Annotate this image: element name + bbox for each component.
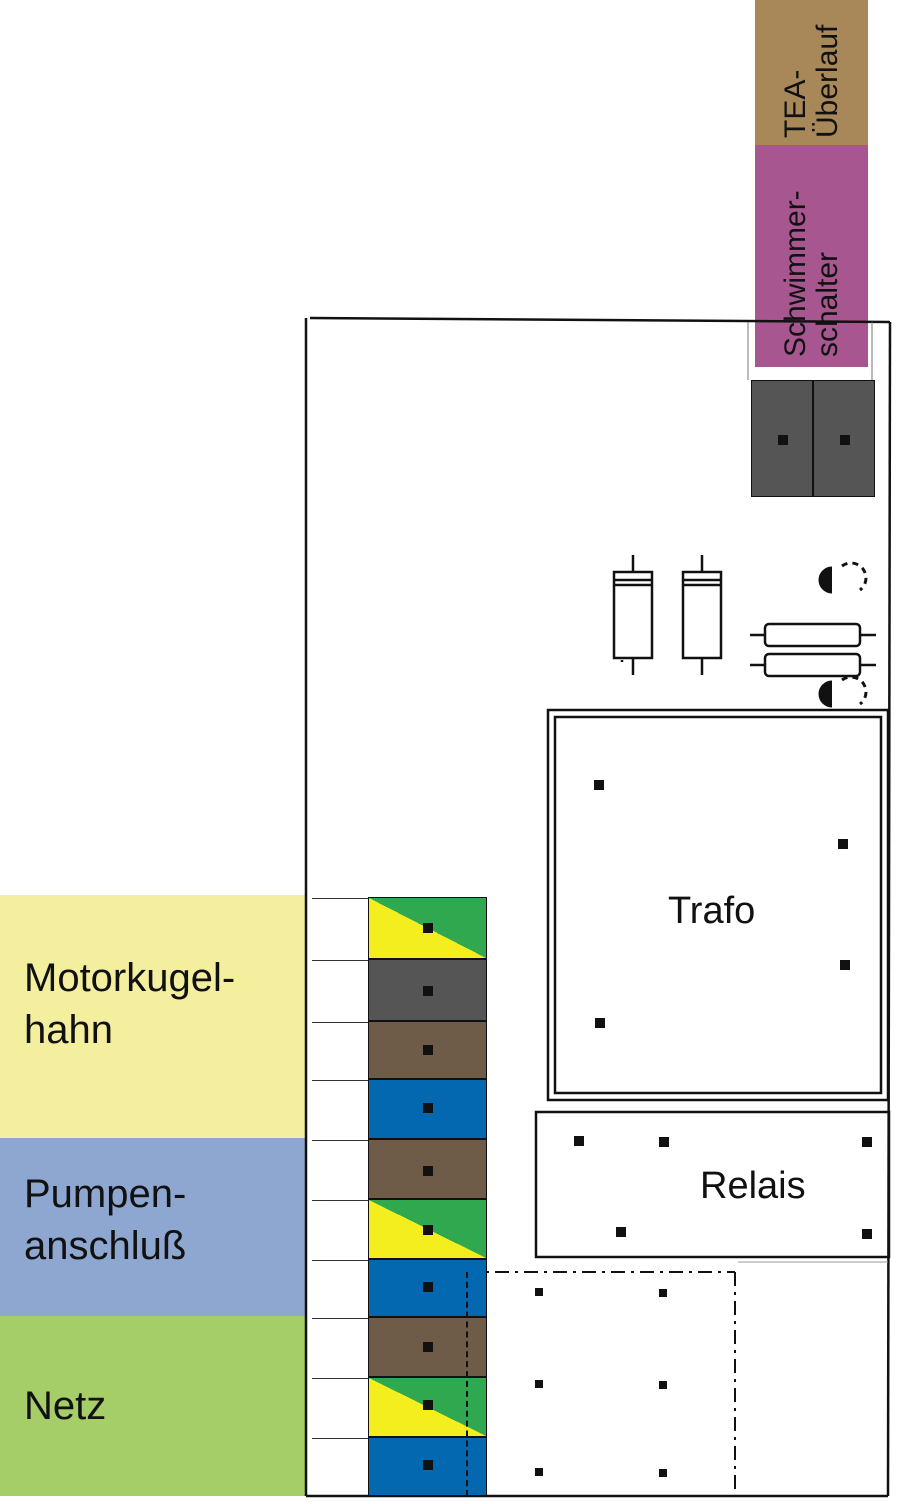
solder-pad	[594, 780, 604, 790]
solder-pad	[838, 839, 848, 849]
wire-tick	[312, 1080, 368, 1081]
terminal-screw	[423, 1342, 433, 1352]
terminal-screw	[423, 986, 433, 996]
terminal-screw	[423, 1400, 433, 1410]
solder-pad	[659, 1137, 669, 1147]
solder-pad	[862, 1229, 872, 1239]
solder-pad	[535, 1380, 543, 1388]
solder-pad	[840, 960, 850, 970]
solder-pad	[616, 1227, 626, 1237]
wire-tick	[312, 960, 368, 961]
terminal-screw	[423, 1103, 433, 1113]
pump-connection-label-block: Pumpen- anschluß	[0, 1138, 305, 1316]
solder-pad	[862, 1137, 872, 1147]
relay-outline	[534, 1110, 891, 1259]
wire-tick	[312, 898, 368, 899]
terminal-screw	[423, 1282, 433, 1292]
led-icon	[818, 561, 868, 708]
solder-pad	[595, 1018, 605, 1028]
wire-tick	[312, 1200, 368, 1201]
solder-pad	[840, 435, 850, 445]
mains-label: Netz	[24, 1384, 107, 1428]
solder-pad	[535, 1468, 543, 1476]
solder-pad	[659, 1289, 667, 1297]
relay-label: Relais	[700, 1165, 806, 1207]
wire-tick	[312, 1022, 368, 1023]
dashed-boundary	[466, 1272, 468, 1496]
terminal-screw	[423, 1166, 433, 1176]
terminal-screw	[423, 1460, 433, 1470]
mains-label-block: Netz	[0, 1316, 305, 1496]
motor-ball-valve-label: Motorkugel- hahn	[24, 956, 236, 1052]
wire-tick	[312, 1260, 368, 1261]
transformer-outline	[546, 708, 890, 1102]
pump-connection-label: Pumpen- anschluß	[24, 1172, 187, 1268]
float-switch-label-block: Schwimmer- schalter	[755, 145, 868, 367]
tea-overflow-label-block: TEA- Überlauf	[755, 0, 868, 145]
transformer-label: Trafo	[668, 890, 756, 932]
solder-pad	[659, 1381, 667, 1389]
terminal-screw	[423, 1225, 433, 1235]
terminal-screw	[423, 1045, 433, 1055]
motor-ball-valve-label-block: Motorkugel- hahn	[0, 895, 305, 1138]
capacitor-icon	[612, 555, 723, 675]
solder-pad	[659, 1469, 667, 1477]
solder-pad	[535, 1288, 543, 1296]
wire-tick	[312, 1318, 368, 1319]
terminal-screw	[423, 923, 433, 933]
wire-tick	[312, 1438, 368, 1439]
solder-pad	[778, 435, 788, 445]
wire-tick	[312, 1378, 368, 1379]
resistor-icon	[750, 622, 876, 678]
wire-tick	[312, 1140, 368, 1141]
solder-pad	[574, 1136, 584, 1146]
